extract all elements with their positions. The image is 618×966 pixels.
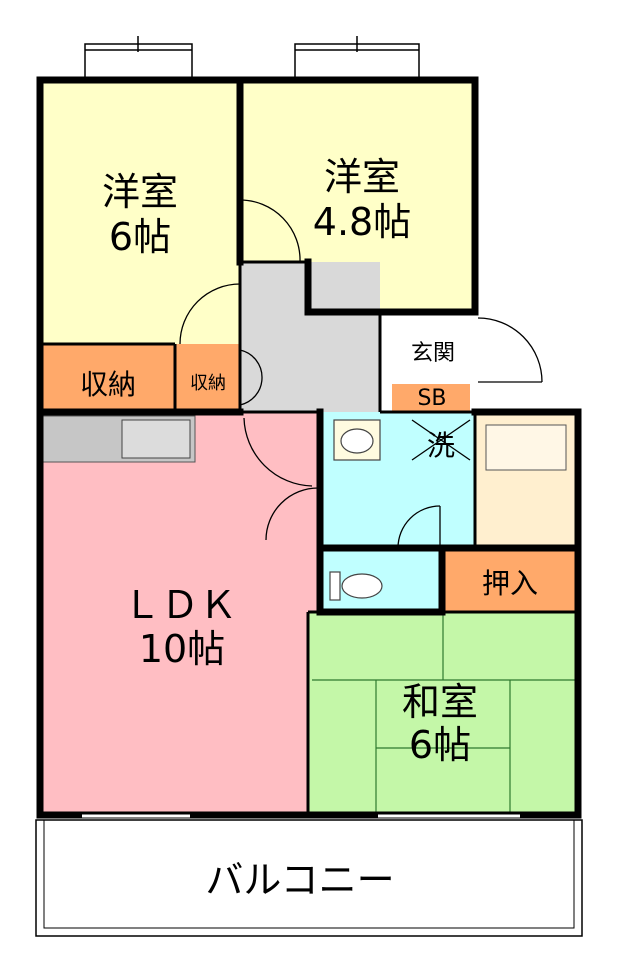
storage-small-label: 収納 xyxy=(190,373,226,394)
closet xyxy=(445,550,575,612)
storage-small xyxy=(175,344,240,412)
storage-large xyxy=(40,344,175,412)
toilet xyxy=(329,571,383,601)
western2-size: 4.8帖 xyxy=(313,200,411,244)
washroom-label: 洗 xyxy=(427,429,455,462)
ldk-name: ＬＤＫ xyxy=(123,583,237,627)
doors xyxy=(179,199,543,549)
shoe-box xyxy=(392,384,470,412)
window-top-right xyxy=(294,36,420,79)
japanese-name: 和室 xyxy=(402,680,478,724)
ldk-size: 10帖 xyxy=(139,627,225,671)
walls xyxy=(36,76,582,819)
entrance-label: 玄関 xyxy=(411,341,455,366)
western2-name: 洋室 xyxy=(324,155,400,199)
thin-walls xyxy=(40,260,578,815)
western1-name: 洋室 xyxy=(102,170,178,214)
ldk-room xyxy=(40,412,320,815)
window-top-left xyxy=(84,36,193,79)
japanese-room xyxy=(308,612,575,815)
japanese-size: 6帖 xyxy=(409,723,471,767)
closet-label: 押入 xyxy=(482,567,538,600)
tatami-lines xyxy=(312,614,575,815)
western-room-1 xyxy=(40,80,240,344)
kitchen-sink xyxy=(121,419,191,459)
storage-large-label: 収納 xyxy=(80,368,136,401)
balcony-label: バルコニー xyxy=(205,858,394,902)
bathtub xyxy=(485,424,567,471)
wash-basin xyxy=(333,419,381,461)
western1-size: 6帖 xyxy=(109,215,171,259)
western-room-2 xyxy=(240,80,475,312)
shoe-box-label: SB xyxy=(417,386,446,411)
